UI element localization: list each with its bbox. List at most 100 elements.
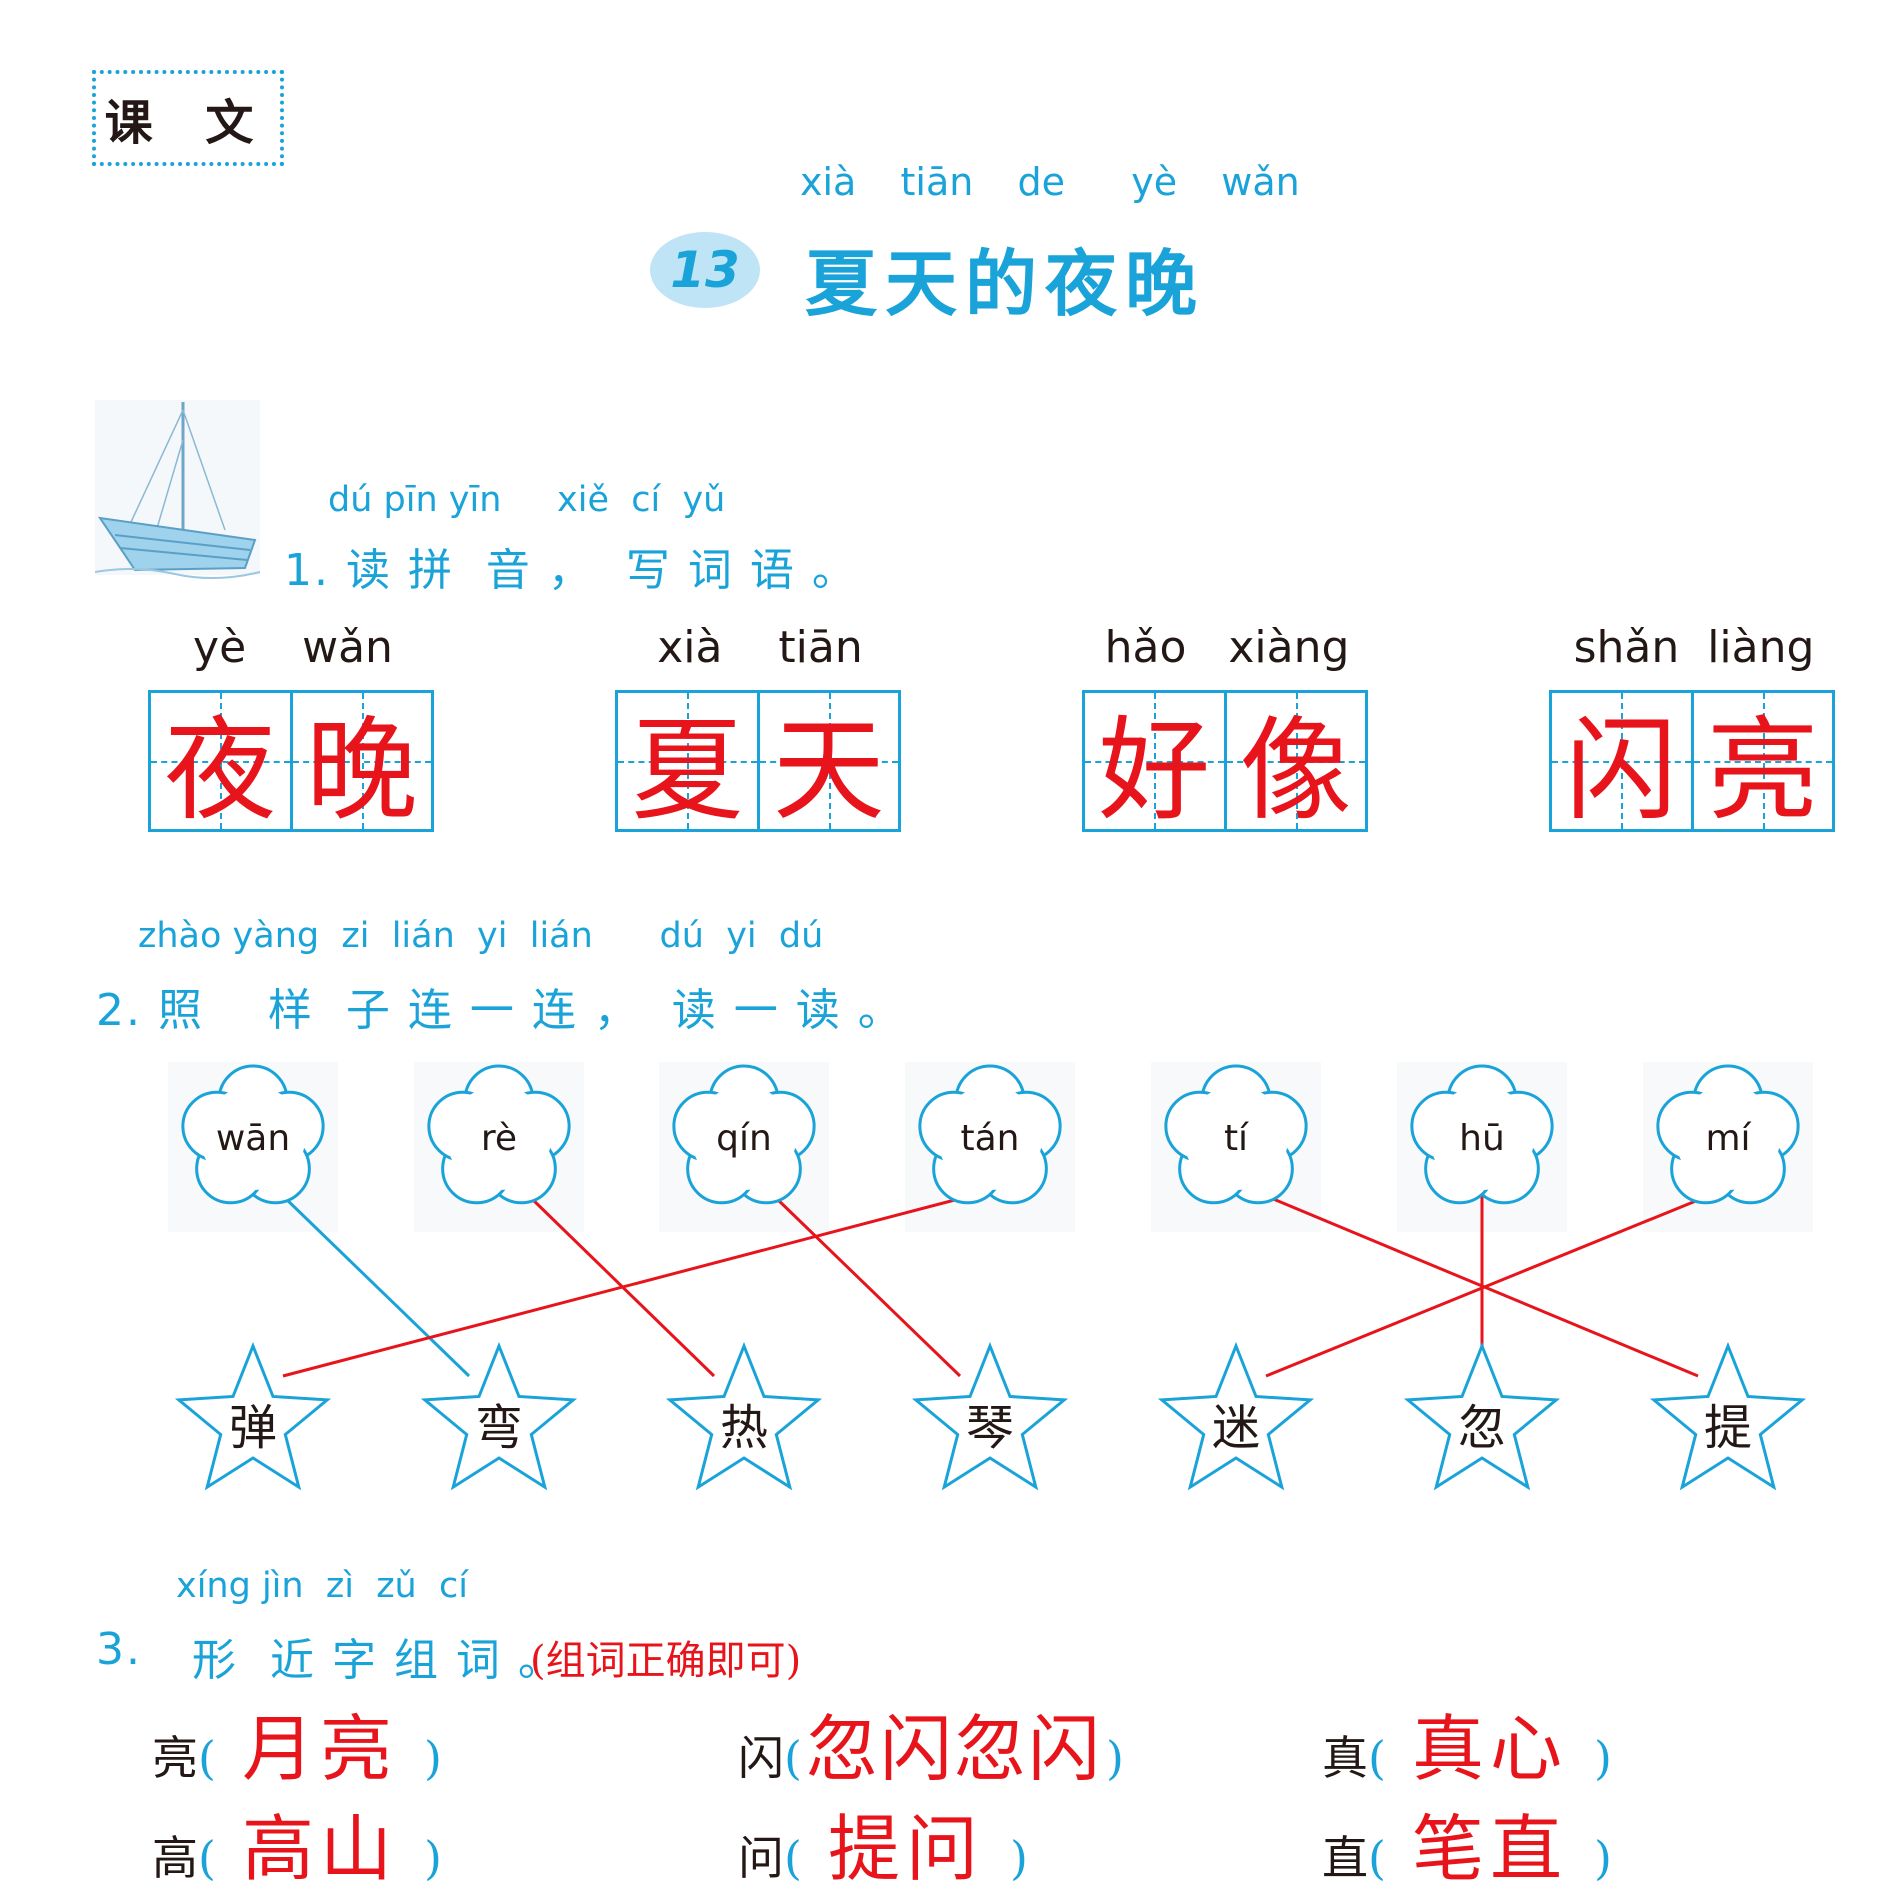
answer-word: 忽闪忽闪 bbox=[805, 1707, 1102, 1791]
answer-word: 高山 bbox=[241, 1807, 398, 1891]
flower-center bbox=[201, 1086, 305, 1190]
star-character-label: 琴 bbox=[966, 1400, 1014, 1456]
open-paren: ( bbox=[784, 1831, 802, 1885]
written-character: 夏 bbox=[631, 706, 744, 836]
word-pinyin: xià tiān bbox=[657, 622, 863, 673]
written-character: 亮 bbox=[1706, 706, 1819, 836]
flower-pinyin-5: hū bbox=[1410, 1064, 1554, 1205]
grid-cell: 天 bbox=[756, 693, 899, 836]
grid-cell: 晚 bbox=[289, 693, 432, 836]
written-character: 好 bbox=[1098, 706, 1211, 836]
close-paren: ) bbox=[1593, 1731, 1612, 1785]
flower-pinyin-label: qín bbox=[716, 1118, 772, 1159]
flower-center bbox=[447, 1086, 551, 1190]
word-group-item: 问( 提问) bbox=[738, 1790, 1028, 1895]
word-pinyin: shǎn liàng bbox=[1573, 622, 1815, 673]
close-paren: ) bbox=[423, 1831, 442, 1885]
tianzige-grid: 夜晚 bbox=[148, 690, 434, 836]
close-paren: ) bbox=[423, 1731, 442, 1785]
q1-pinyin: dú pīn yīn xiě cí yǔ bbox=[328, 480, 726, 520]
given-character: 真 bbox=[1322, 1731, 1368, 1785]
star-character-label: 弹 bbox=[229, 1400, 277, 1456]
flower-pinyin-0: wān bbox=[181, 1064, 325, 1205]
given-character: 闪 bbox=[738, 1731, 784, 1785]
written-character: 夜 bbox=[164, 706, 277, 836]
word-pinyin: yè wǎn bbox=[193, 622, 393, 673]
q3-label: 3. bbox=[96, 1624, 142, 1675]
flower-pinyin-6: mí bbox=[1656, 1064, 1800, 1205]
word-group-item: 亮( 月亮) bbox=[152, 1690, 442, 1795]
word-group-item: 真( 真心) bbox=[1322, 1690, 1612, 1795]
star-shape bbox=[420, 1341, 578, 1491]
star-shape bbox=[665, 1341, 823, 1491]
given-character: 问 bbox=[738, 1831, 784, 1885]
tianzige-grid: 闪亮 bbox=[1549, 690, 1835, 836]
grid-cell: 像 bbox=[1223, 693, 1366, 836]
star-shape bbox=[1403, 1341, 1561, 1491]
flower-pinyin-4: tí bbox=[1164, 1064, 1308, 1205]
flower-center bbox=[1676, 1086, 1780, 1190]
q1-text: 1. 读 拼 音 ， 写 词 语 。 bbox=[284, 545, 858, 596]
lesson-title-pinyin: xià tiān de yè wǎn bbox=[800, 160, 1300, 204]
tianzige-grid: 好像 bbox=[1082, 690, 1368, 836]
answer-word: 笔直 bbox=[1411, 1807, 1568, 1891]
answer-match-line bbox=[1265, 1194, 1709, 1378]
q2-text: 2. 照 样 子 连 一 连 ， 读 一 读 。 bbox=[96, 985, 904, 1036]
star-shape bbox=[174, 1341, 332, 1491]
flower-center bbox=[1184, 1086, 1288, 1190]
flower-pinyin-label: mí bbox=[1705, 1118, 1751, 1159]
written-character: 闪 bbox=[1565, 706, 1678, 836]
flower-pinyin-label: tí bbox=[1224, 1118, 1249, 1159]
example-match-line bbox=[281, 1194, 471, 1378]
open-paren: ( bbox=[198, 1731, 216, 1785]
lesson-number-badge: 13 bbox=[650, 232, 760, 308]
star-character-label: 热 bbox=[720, 1400, 768, 1456]
written-character: 像 bbox=[1239, 706, 1352, 836]
flower-pinyin-label: tán bbox=[961, 1118, 1020, 1159]
close-paren: ) bbox=[1593, 1831, 1612, 1885]
q2-pinyin: zhào yàng zi lián yi lián dú yi dú bbox=[138, 916, 824, 956]
open-paren: ( bbox=[784, 1731, 802, 1785]
answer-word: 月亮 bbox=[241, 1707, 398, 1791]
q3-pinyin: xíng jìn zì zǔ cí bbox=[176, 1566, 468, 1606]
answer-word: 提问 bbox=[827, 1807, 984, 1891]
boat-illustration bbox=[95, 400, 261, 579]
open-paren: ( bbox=[1368, 1831, 1386, 1885]
q3-note: (组词正确即可) bbox=[530, 1638, 802, 1684]
grid-cell: 亮 bbox=[1690, 693, 1833, 836]
given-character: 直 bbox=[1322, 1831, 1368, 1885]
flower-pinyin-label: hū bbox=[1459, 1118, 1505, 1159]
section-tag: 课 文 bbox=[92, 70, 284, 166]
star-shape bbox=[911, 1341, 1069, 1491]
word-pinyin: hǎo xiàng bbox=[1104, 622, 1350, 673]
flower-pinyin-label: wān bbox=[216, 1118, 290, 1159]
star-character-label: 忽 bbox=[1458, 1400, 1506, 1456]
grid-cell: 夏 bbox=[618, 693, 757, 836]
star-shape bbox=[1649, 1341, 1807, 1491]
flower-center bbox=[1430, 1086, 1534, 1190]
star-shape bbox=[1157, 1341, 1315, 1491]
lesson-title: 夏天的夜晚 bbox=[805, 241, 1206, 326]
grid-cell: 好 bbox=[1085, 693, 1224, 836]
star-character-label: 提 bbox=[1704, 1400, 1752, 1456]
word-group-item: 闪(忽闪忽闪) bbox=[738, 1690, 1124, 1795]
close-paren: ) bbox=[1105, 1731, 1124, 1785]
star-character-label: 弯 bbox=[475, 1400, 523, 1456]
open-paren: ( bbox=[198, 1831, 216, 1885]
flower-center bbox=[938, 1086, 1042, 1190]
flower-center bbox=[692, 1086, 796, 1190]
grid-cell: 夜 bbox=[151, 693, 290, 836]
open-paren: ( bbox=[1368, 1731, 1386, 1785]
answer-match-line bbox=[282, 1194, 971, 1378]
given-character: 亮 bbox=[152, 1731, 198, 1785]
q3-text: 形 近 字 组 词 。 bbox=[192, 1635, 564, 1686]
close-paren: ) bbox=[1009, 1831, 1028, 1885]
answer-match-line bbox=[772, 1194, 962, 1378]
flower-pinyin-1: rè bbox=[427, 1064, 571, 1205]
written-character: 天 bbox=[772, 706, 885, 836]
answer-word: 真心 bbox=[1411, 1707, 1568, 1791]
flower-pinyin-3: tán bbox=[918, 1064, 1062, 1205]
given-character: 高 bbox=[152, 1831, 198, 1885]
flower-pinyin-2: qín bbox=[672, 1064, 816, 1205]
